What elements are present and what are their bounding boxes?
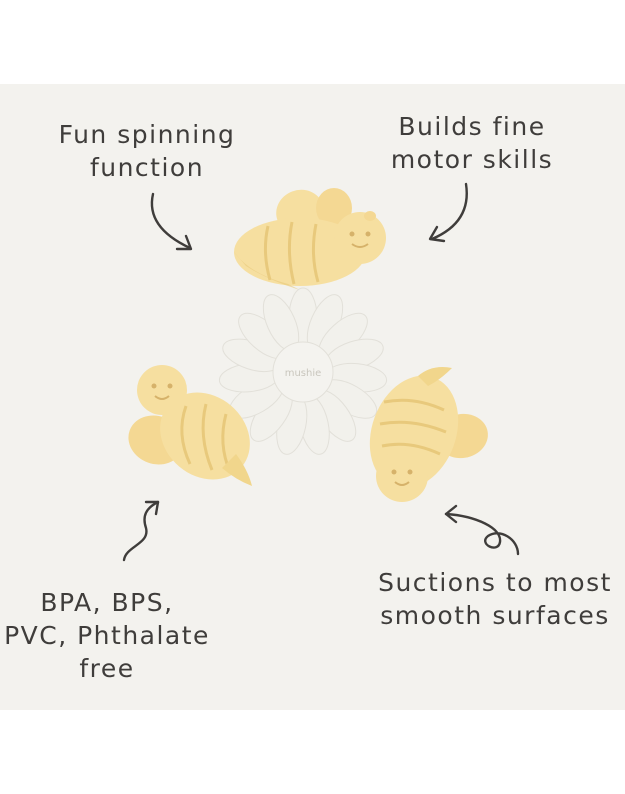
callout-spinning-line-2: function (89, 153, 205, 182)
bee-right-icon (369, 367, 488, 502)
logo-text: mushie (285, 368, 322, 379)
arrow-spinning-icon (150, 192, 192, 250)
arrow-spinning-head-icon (175, 234, 193, 251)
callout-suction-line-1: Suctions to most (378, 568, 612, 597)
arrow-motor-icon (430, 182, 468, 241)
arrow-suction-icon (444, 512, 520, 556)
arrow-materials-icon (122, 500, 160, 562)
product-image-frame: mushie Fu (0, 84, 625, 710)
callout-spinning-line-1: Fun spinning (58, 120, 236, 149)
callout-arrows (122, 182, 520, 562)
callout-materials-line-3: free (79, 654, 135, 683)
callout-materials-line-2: PVC, Phthalate (4, 621, 210, 650)
callout-materials: BPA, BPS, PVC, Phthalate free (0, 586, 214, 685)
arrow-materials-head-icon (144, 500, 160, 516)
bee-top-icon (234, 188, 386, 290)
arrow-suction-head-icon (444, 504, 458, 524)
callout-materials-line-1: BPA, BPS, (40, 588, 174, 617)
arrow-motor-head-icon (428, 225, 446, 243)
callout-suction: Suctions to most smooth surfaces (366, 566, 624, 632)
bee-left-icon (128, 365, 252, 486)
callout-spinning: Fun spinning function (52, 118, 242, 184)
daisy-flower-icon: mushie (218, 287, 388, 455)
callout-motor: Builds fine motor skills (384, 110, 560, 176)
callout-motor-line-1: Builds fine (398, 112, 546, 141)
spinner-toy-illustration: mushie (128, 188, 488, 502)
callout-suction-line-2: smooth surfaces (380, 601, 610, 630)
callout-motor-line-2: motor skills (390, 145, 554, 174)
